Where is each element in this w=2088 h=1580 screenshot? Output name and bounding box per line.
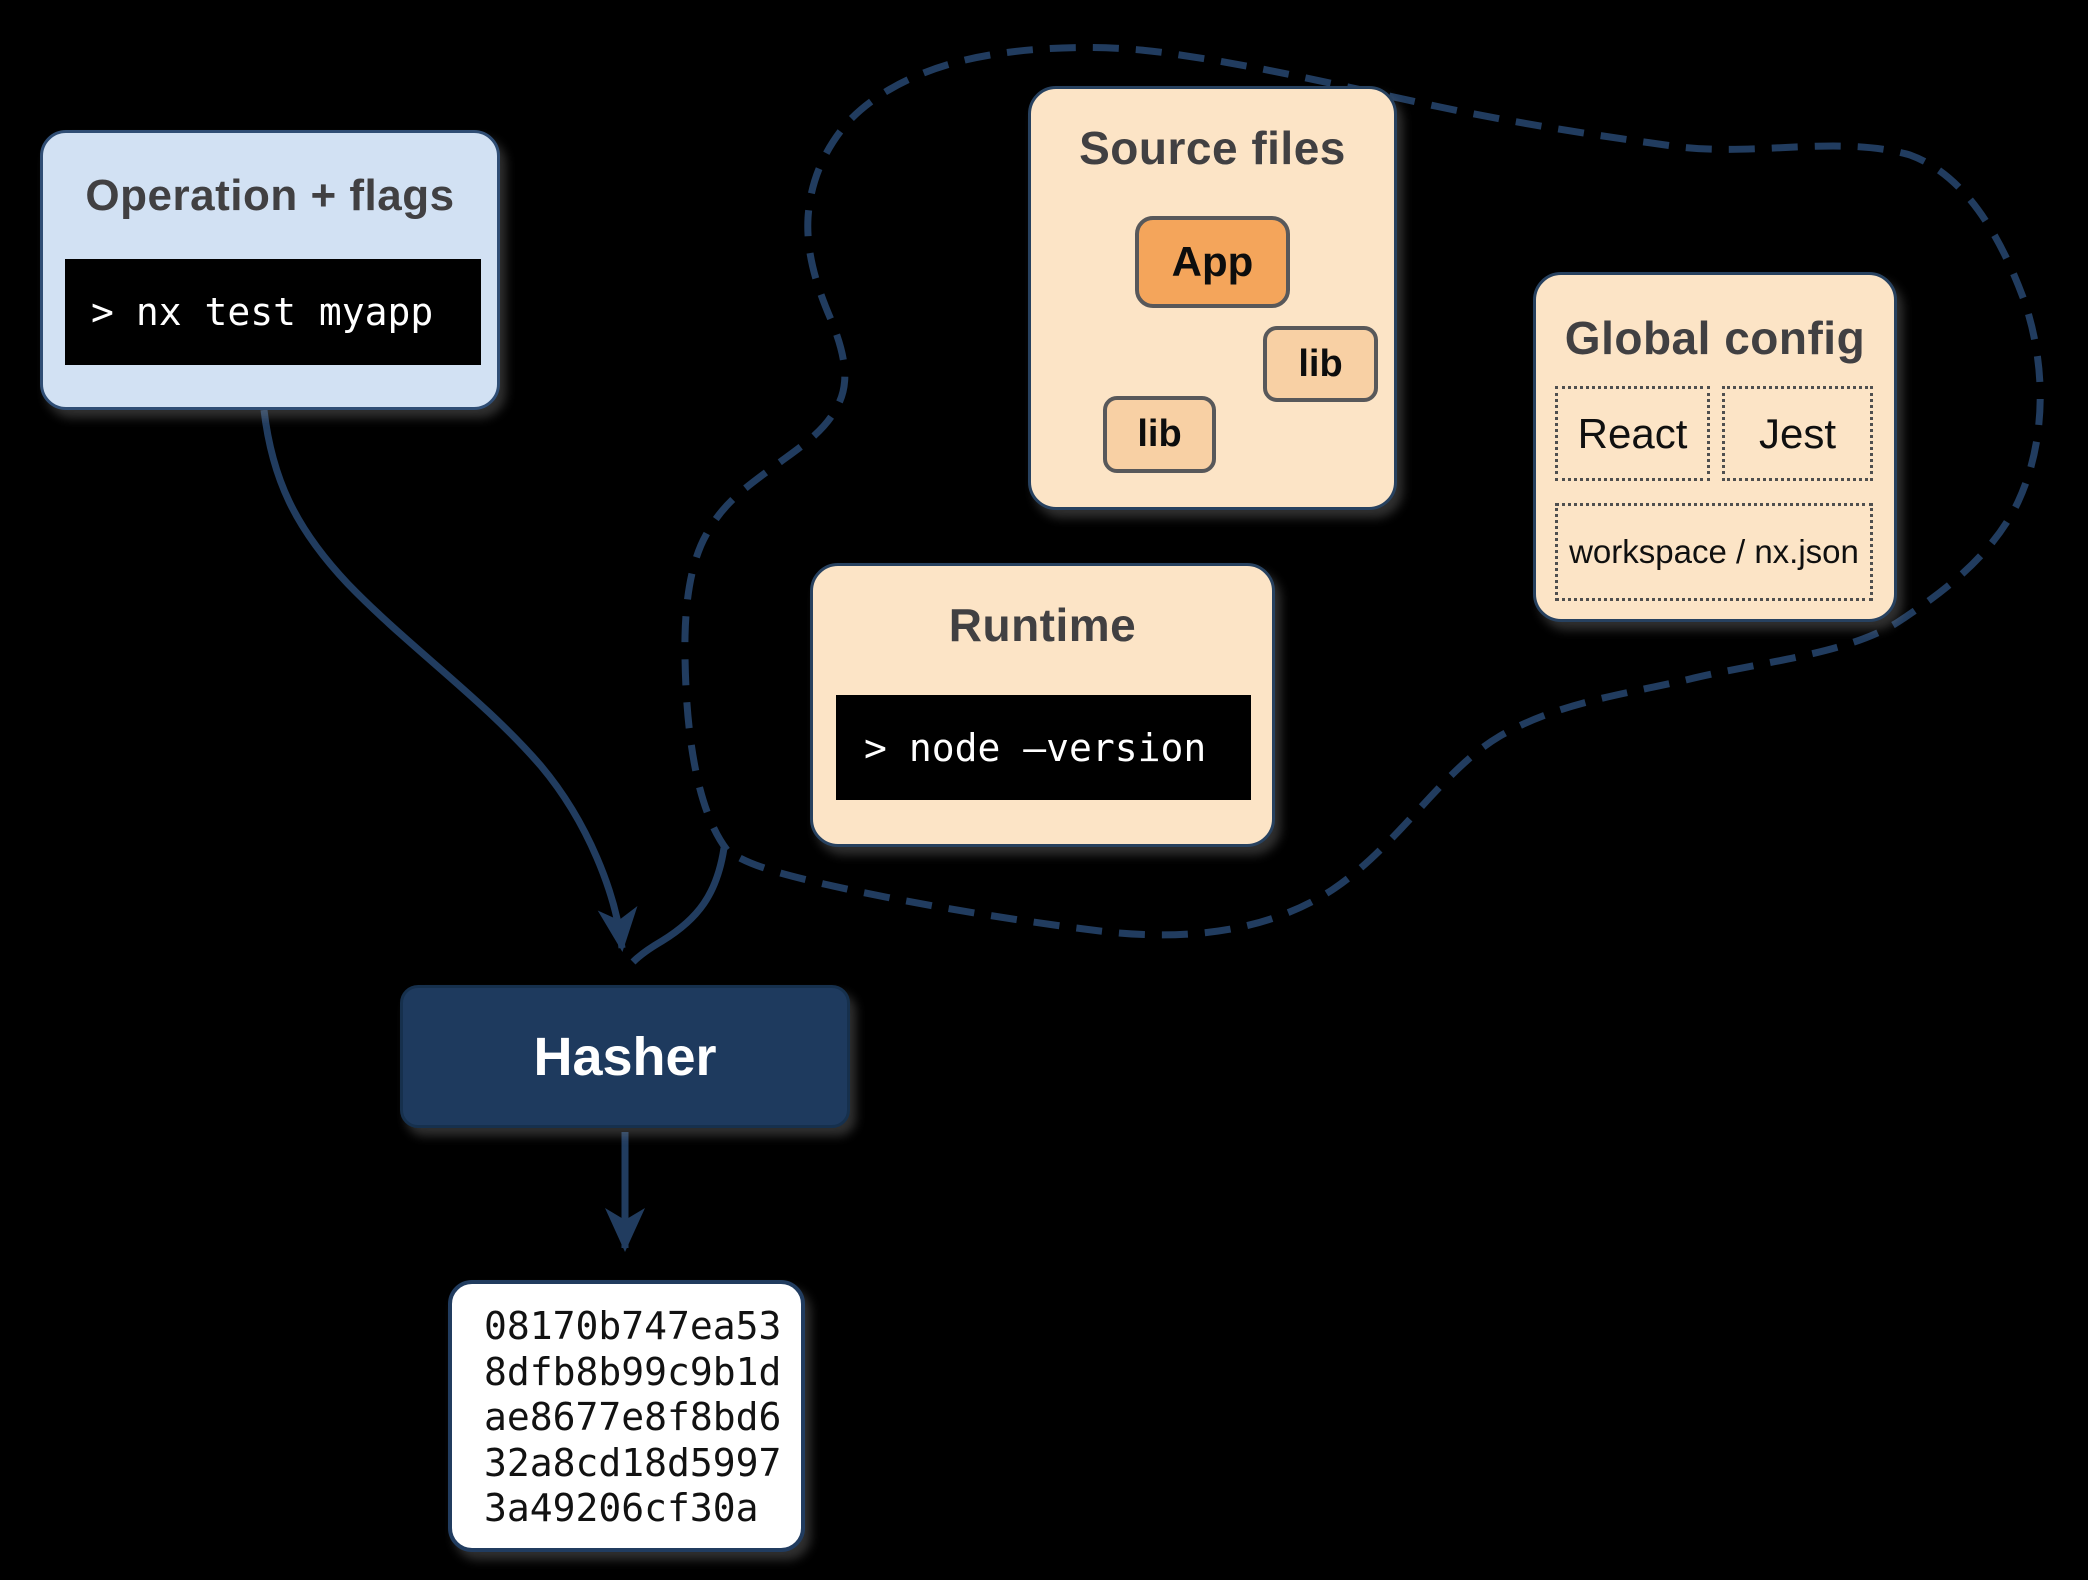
hash-line: 08170b747ea53 bbox=[484, 1304, 782, 1348]
config-item-workspace-nxjson: workspace / nx.json bbox=[1555, 503, 1873, 601]
config-item-jest: Jest bbox=[1722, 386, 1873, 481]
operation-flags-title: Operation + flags bbox=[85, 171, 455, 220]
operation-terminal: > nx test myapp bbox=[65, 259, 481, 365]
global-config-title: Global config bbox=[1564, 312, 1866, 364]
hash-line: ae8677e8f8bd6 bbox=[484, 1395, 782, 1440]
global-config-box: Global config React Jest workspace / nx.… bbox=[1533, 272, 1897, 622]
hash-line: 3a49206cf30a bbox=[484, 1486, 759, 1531]
runtime-title: Runtime bbox=[948, 599, 1137, 651]
source-files-box: Source files App lib lib bbox=[1028, 86, 1397, 510]
operation-to-hasher-arrow bbox=[260, 409, 638, 952]
app-node: App bbox=[1135, 216, 1290, 308]
hash-line: 8dfb8b99c9b1d bbox=[484, 1349, 782, 1394]
cloud-to-hasher-arrow bbox=[630, 847, 728, 965]
hash-line: 32a8cd18d5997 bbox=[484, 1440, 782, 1485]
lib-node-left: lib bbox=[1103, 396, 1216, 473]
runtime-box: Runtime > node –version bbox=[810, 563, 1275, 847]
config-item-react: React bbox=[1555, 386, 1710, 481]
operation-flags-box: Operation + flags > nx test myapp bbox=[40, 130, 500, 410]
terminal-prompt: > bbox=[864, 725, 887, 770]
terminal-prompt: > bbox=[91, 290, 114, 334]
operation-command: nx test myapp bbox=[135, 290, 434, 334]
hasher-box: Hasher bbox=[400, 985, 850, 1128]
lib-node-right: lib bbox=[1263, 326, 1378, 402]
runtime-terminal: > node –version bbox=[836, 695, 1251, 800]
source-files-title: Source files bbox=[1079, 122, 1346, 174]
hasher-label: Hasher bbox=[533, 1026, 717, 1087]
runtime-command: node –version bbox=[908, 725, 1207, 770]
hash-output-box: 08170b747ea53 8dfb8b99c9b1d ae8677e8f8bd… bbox=[448, 1280, 805, 1552]
